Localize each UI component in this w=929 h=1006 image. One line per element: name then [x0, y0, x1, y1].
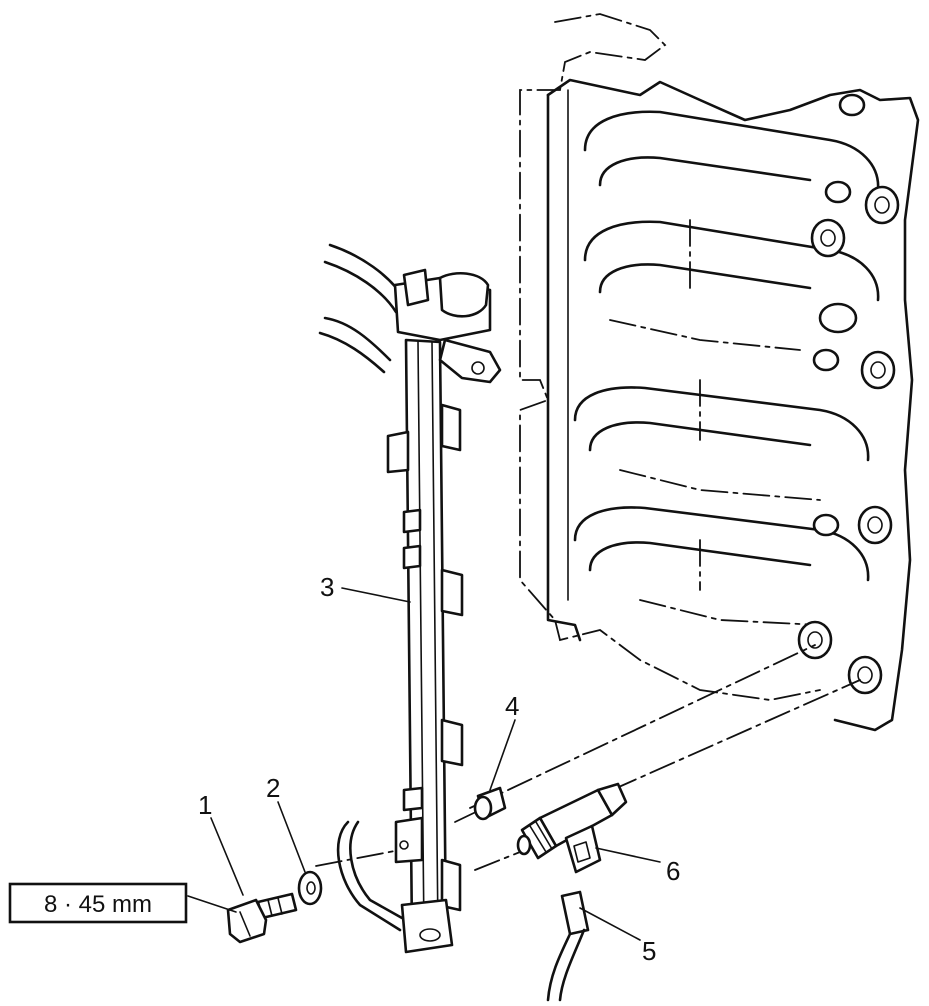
fuel-injector: [516, 782, 628, 874]
grommet: [473, 786, 507, 821]
bolt: [226, 892, 298, 944]
callouts: 1 2 3 4 5 6: [198, 572, 680, 966]
washer: [297, 870, 323, 906]
callout-2: 2: [266, 773, 280, 803]
callout-5: 5: [642, 936, 656, 966]
callout-1: 1: [198, 790, 212, 820]
intake-manifold: [519, 13, 920, 732]
callout-6: 6: [666, 856, 680, 886]
wiring-connector: [546, 890, 590, 1002]
assembly-lines: [315, 644, 861, 871]
bolt-spec-label: 8 · 45 mm: [44, 891, 152, 918]
callout-4: 4: [505, 691, 519, 721]
leader-lines: [187, 587, 661, 941]
bolt-spec-box: 8 · 45 mm: [8, 882, 188, 924]
fuel-rail: [336, 268, 502, 954]
manifold-studs: [797, 93, 900, 695]
fuel-hoses: [318, 243, 407, 374]
callout-3: 3: [320, 572, 334, 602]
